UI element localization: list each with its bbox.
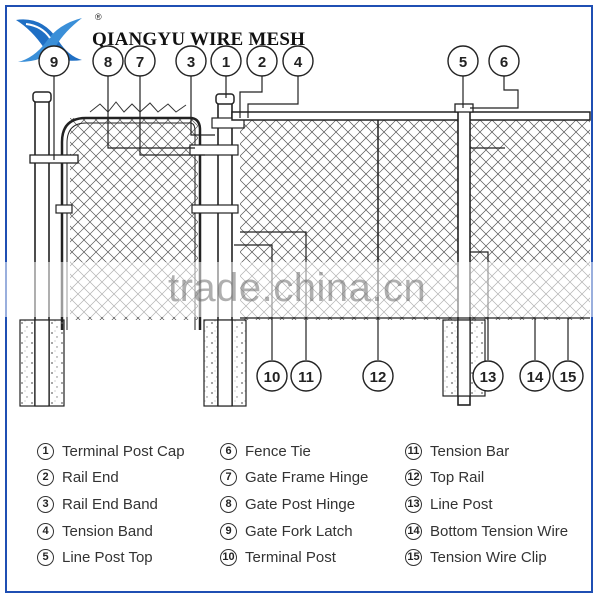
legend-item: 9 Gate Fork Latch — [220, 520, 353, 542]
legend-number: 3 — [37, 495, 54, 513]
legend-number: 11 — [405, 442, 422, 460]
legend-label: Bottom Tension Wire — [430, 522, 569, 540]
callout-5: 5 — [459, 54, 467, 71]
callout-6: 6 — [500, 54, 508, 71]
callout-14: 14 — [527, 369, 544, 386]
legend-number: 2 — [37, 468, 54, 486]
callout-15: 15 — [560, 369, 577, 386]
legend-number: 9 — [220, 522, 237, 540]
legend-item: 6 Fence Tie — [220, 440, 311, 462]
legend-label: Rail End Band — [62, 495, 158, 513]
callouts: 9 8 7 3 1 2 4 5 6 10 11 12 13 14 15 — [38, 45, 584, 392]
legend-label: Line Post Top — [62, 548, 153, 566]
legend-number: 10 — [220, 548, 237, 566]
callout-2: 2 — [258, 54, 266, 71]
post-cap-left — [32, 91, 52, 103]
legend-label: Line Post — [430, 495, 493, 513]
callout-8: 8 — [104, 54, 112, 71]
legend-label: Gate Frame Hinge — [245, 468, 369, 486]
watermark-text: trade.china.cn — [168, 266, 427, 310]
legend-label: Gate Post Hinge — [245, 495, 356, 513]
legend-item: 12 Top Rail — [405, 466, 484, 488]
callout-9: 9 — [50, 54, 58, 71]
legend-number: 1 — [37, 442, 54, 460]
legend-number: 14 — [405, 522, 422, 540]
legend-item: 11 Tension Bar — [405, 440, 509, 462]
legend-item: 7 Gate Frame Hinge — [220, 466, 368, 488]
legend-label: Terminal Post Cap — [62, 442, 185, 460]
callout-3: 3 — [187, 54, 195, 71]
callout-4: 4 — [294, 54, 303, 71]
legend-number: 13 — [405, 495, 422, 513]
callout-10: 10 — [264, 369, 281, 386]
legend-number: 6 — [220, 442, 237, 460]
legend-item: 2 Rail End — [37, 466, 119, 488]
barbed-wire — [89, 101, 187, 113]
callout-13: 13 — [480, 369, 497, 386]
legend-number: 15 — [405, 548, 422, 566]
legend-number: 4 — [37, 522, 54, 540]
legend-item: 4 Tension Band — [37, 520, 153, 542]
legend-number: 7 — [220, 468, 237, 486]
top-rail — [231, 111, 591, 121]
legend-item: 8 Gate Post Hinge — [220, 493, 355, 515]
legend-number: 12 — [405, 468, 422, 486]
callout-12: 12 — [370, 369, 387, 386]
legend-label: Rail End — [62, 468, 119, 486]
watermark-band — [0, 262, 600, 317]
legend-item: 10 Terminal Post — [220, 546, 336, 568]
legend-item: 14 Bottom Tension Wire — [405, 520, 568, 542]
legend-label: Tension Band — [62, 522, 153, 540]
callout-11: 11 — [298, 369, 314, 386]
legend-label: Tension Bar — [430, 442, 510, 460]
gate-frame — [60, 116, 202, 330]
legend-item: 15 Tension Wire Clip — [405, 546, 547, 568]
legend-item: 13 Line Post — [405, 493, 493, 515]
legend-label: Top Rail — [430, 468, 485, 486]
registered-mark: ® — [95, 12, 102, 22]
legend-number: 5 — [37, 548, 54, 566]
legend-label: Tension Wire Clip — [430, 548, 547, 566]
legend-item: 3 Rail End Band — [37, 493, 158, 515]
legend-label: Terminal Post — [245, 548, 336, 566]
legend-number: 8 — [220, 495, 237, 513]
callout-1: 1 — [222, 54, 230, 71]
callout-7: 7 — [136, 54, 144, 71]
legend-label: Fence Tie — [245, 442, 311, 460]
legend-item: 1 Terminal Post Cap — [37, 440, 185, 462]
legend-label: Gate Fork Latch — [245, 522, 353, 540]
post-cap-right — [215, 93, 235, 105]
legend-item: 5 Line Post Top — [37, 546, 153, 568]
leader-lines — [53, 76, 569, 360]
brand-name: QIANGYU WIRE MESH — [92, 29, 306, 50]
